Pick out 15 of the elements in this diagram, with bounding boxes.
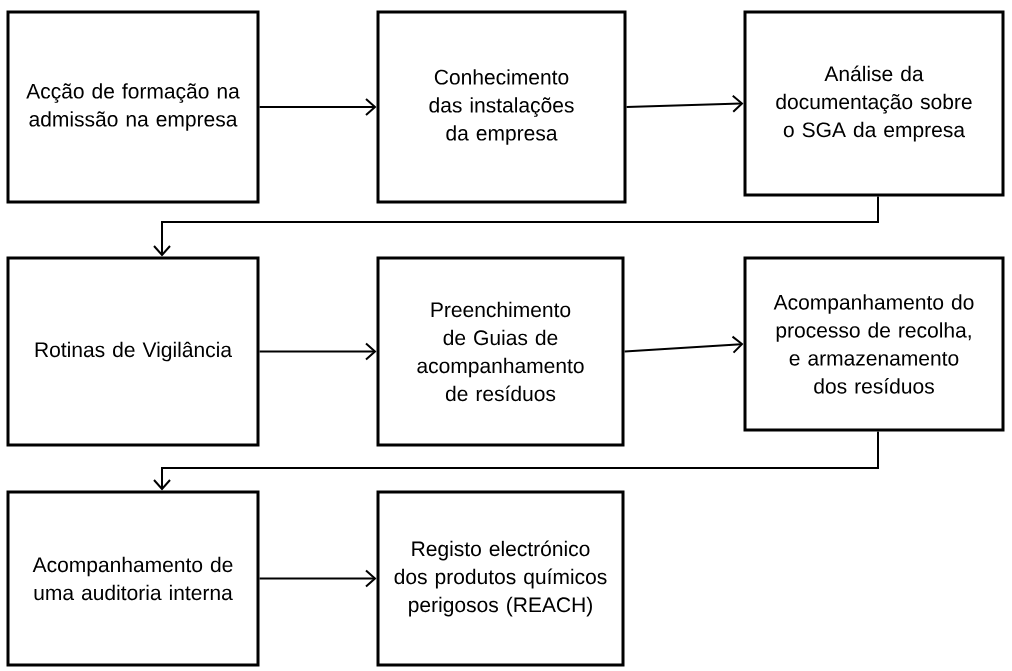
- process-box: Conhecimento das instalações da empresa: [376, 10, 627, 204]
- process-box: Acompanhamento do processo de recolha, e armazenamento dos resíduos: [743, 256, 1005, 432]
- process-box: Análise da documentação sobre o SGA da empresa: [743, 10, 1005, 197]
- arrow: [623, 335, 744, 354]
- process-box: Acompanhamento de uma auditoria interna: [6, 490, 260, 667]
- arrow: [258, 342, 377, 361]
- arrow: [625, 94, 744, 113]
- process-box: Registo electrónico dos produtos químicos perigosos (REACH): [376, 490, 625, 667]
- arrow: [258, 569, 377, 588]
- arrow: [153, 195, 879, 257]
- arrow: [153, 430, 879, 491]
- process-box: Rotinas de Vigilância: [6, 256, 260, 447]
- process-box: Acção de formação na admissão na empresa: [6, 10, 260, 204]
- process-box: Preenchimento de Guias de acompanhamento de resíduos: [376, 256, 625, 447]
- arrow: [258, 98, 377, 116]
